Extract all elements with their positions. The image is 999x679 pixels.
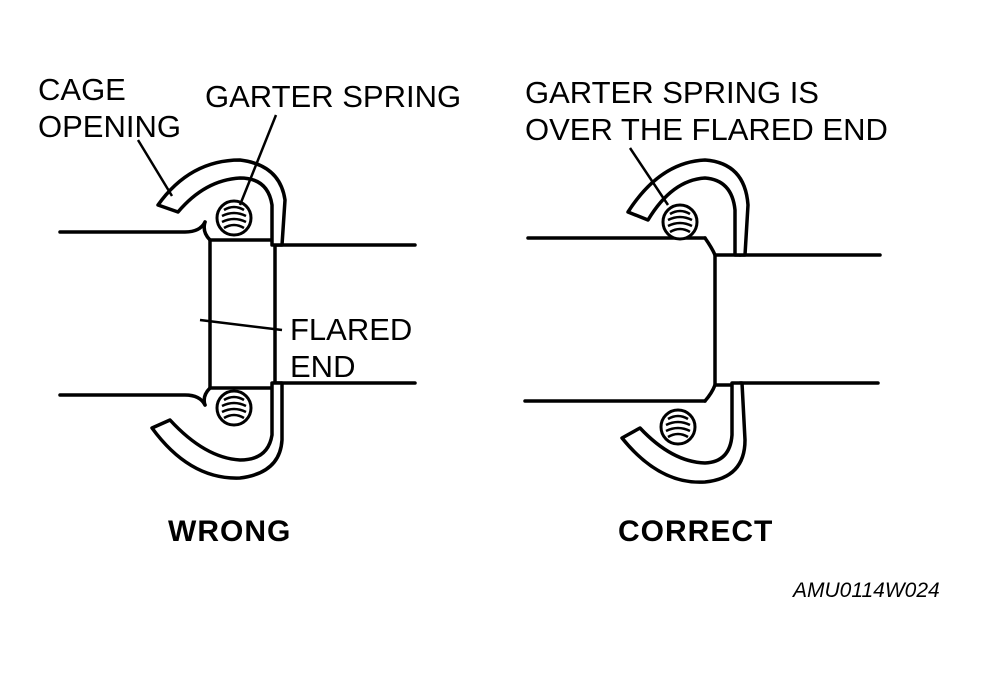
leader-garter-spring — [238, 114, 278, 206]
wrong-garter-spring-bottom — [215, 389, 253, 427]
correct-cage-top — [626, 158, 750, 257]
label-cage-opening-line1: CAGE — [38, 72, 126, 107]
caption-wrong: WRONG — [168, 515, 291, 548]
wrong-garter-spring-top — [215, 199, 253, 237]
correct-garter-spring-top — [661, 203, 699, 241]
label-garter-spring-over-line2: OVER THE FLARED END — [525, 112, 888, 147]
wrong-flared-end-pipe — [208, 238, 277, 390]
label-cage-opening-line2: OPENING — [38, 109, 181, 144]
label-flared-end-line2: END — [290, 349, 355, 384]
wrong-cage-bottom — [150, 381, 284, 480]
wrong-hose-top-left — [58, 220, 207, 234]
correct-cage-bottom — [620, 381, 747, 484]
wrong-cage-top — [156, 158, 287, 247]
leader-flared-end — [199, 318, 283, 332]
label-flared-end-line1: FLARED — [290, 312, 412, 347]
correct-assembly — [523, 158, 882, 484]
correct-flared-end-pipe — [703, 236, 717, 403]
figure-code: AMU0114W024 — [791, 579, 940, 602]
label-garter-spring-over-line1: GARTER SPRING IS — [525, 75, 819, 110]
label-garter-spring: GARTER SPRING — [205, 79, 461, 114]
leader-cage-opening — [136, 139, 174, 197]
wrong-assembly — [58, 158, 417, 480]
wrong-hose-bottom-left — [58, 393, 207, 407]
leader-garter-spring-over — [628, 147, 670, 206]
caption-correct: CORRECT — [618, 515, 773, 548]
correct-garter-spring-bottom — [659, 408, 697, 446]
